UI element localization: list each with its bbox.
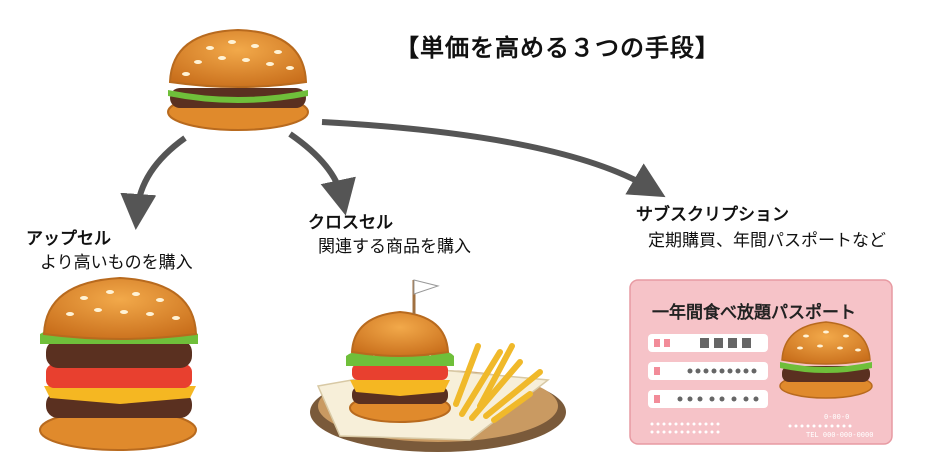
arrow-to-upsell [120,135,187,230]
hamburger-top-icon [167,28,309,131]
crosssell-name: クロスセル [308,213,393,233]
crosssell-desc: 関連する商品を購入 [318,237,471,257]
upsell-name: アップセル [26,229,111,249]
diagram-title: 【単価を高める３つの手段】 [395,34,720,62]
arrow-to-subscription [321,119,666,198]
passport-burger-icon [779,321,873,399]
subscription-name: サブスクリプション [636,205,789,225]
passport-title: 一年間食べ放題パスポート [652,303,856,323]
subscription-desc: 定期購買、年間パスポートなど [648,231,886,251]
passport-code: 0-00-0 [824,413,850,421]
hamburger-big-icon [39,276,198,451]
passport-card [629,279,893,445]
upsell-desc: より高いものを購入 [40,253,193,273]
burger-fries-plate-icon [310,279,566,452]
passport-tel: TEL 000-000-0000 [806,431,874,439]
arrow-to-crosssell [288,131,356,216]
